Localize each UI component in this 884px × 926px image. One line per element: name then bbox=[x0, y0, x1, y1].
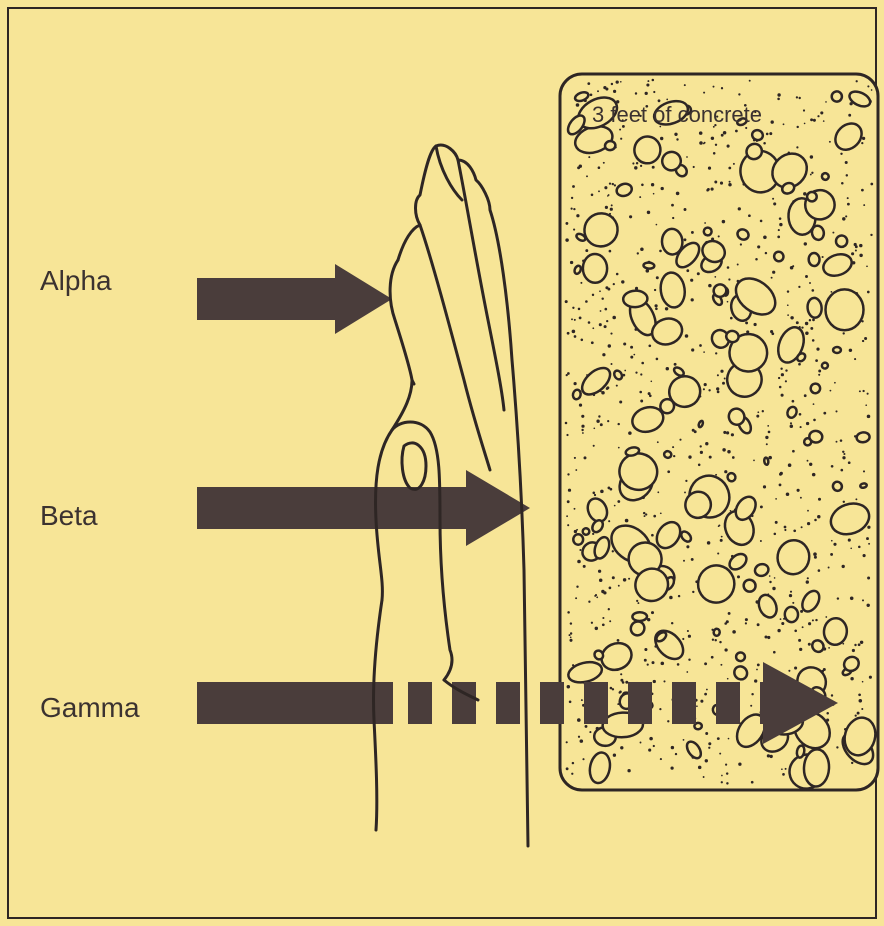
gamma-dash bbox=[540, 682, 564, 724]
gamma-dash bbox=[672, 682, 696, 724]
alpha-label: Alpha bbox=[40, 265, 112, 297]
beta-label: Beta bbox=[40, 500, 98, 532]
gamma-arrow-dashes bbox=[408, 682, 784, 724]
alpha-arrow bbox=[197, 264, 392, 334]
beta-arrow bbox=[197, 470, 530, 546]
gamma-dash bbox=[628, 682, 652, 724]
gamma-dash bbox=[716, 682, 740, 724]
concrete-label: 3 feet of concrete bbox=[592, 102, 842, 128]
gamma-dash bbox=[584, 682, 608, 724]
gamma-label: Gamma bbox=[40, 692, 140, 724]
gamma-dash bbox=[408, 682, 432, 724]
gamma-dash bbox=[496, 682, 520, 724]
